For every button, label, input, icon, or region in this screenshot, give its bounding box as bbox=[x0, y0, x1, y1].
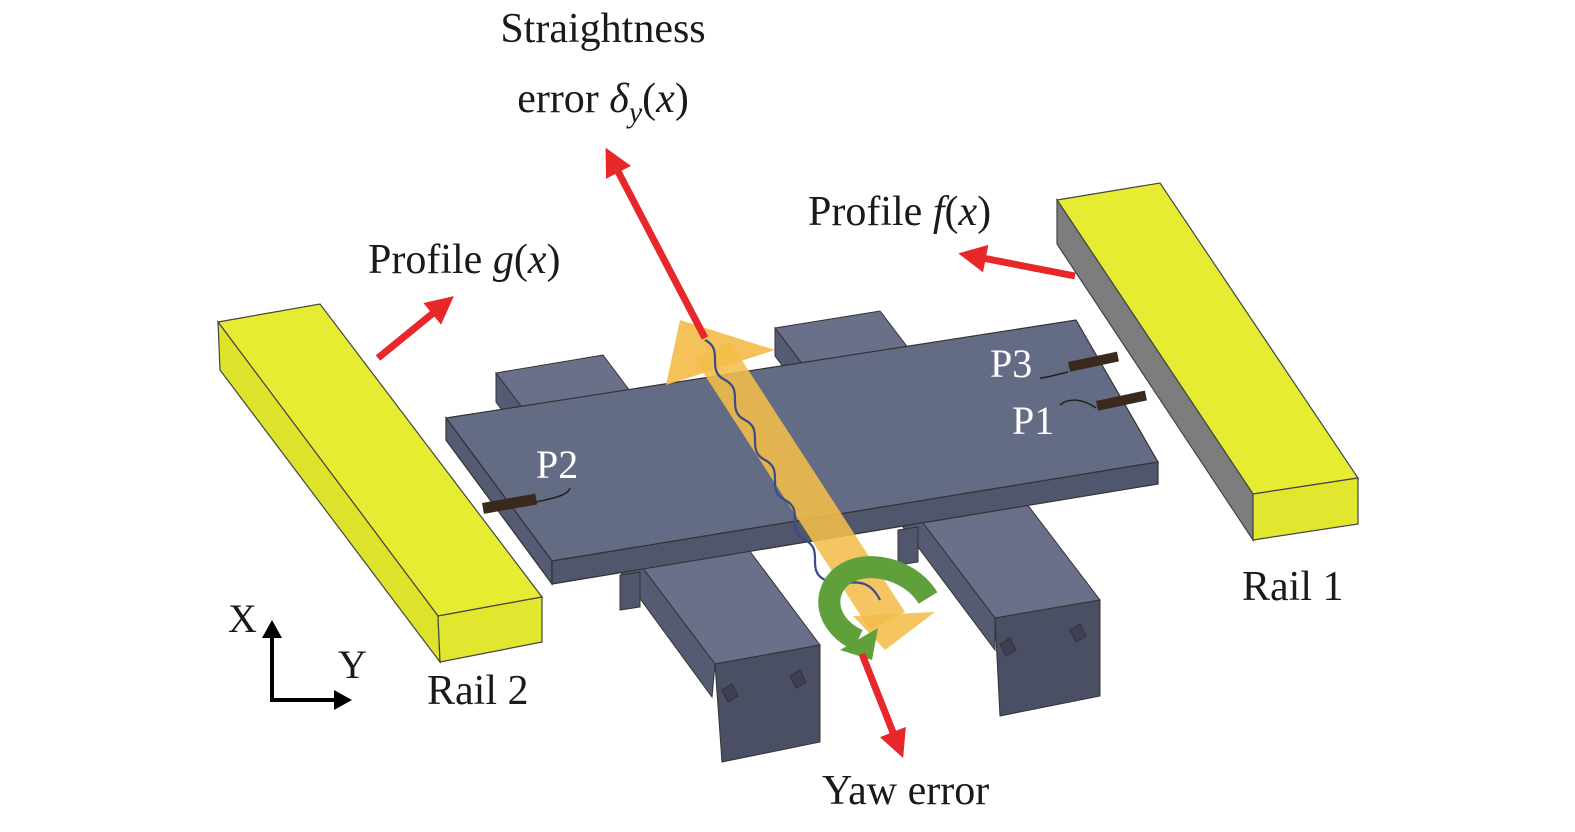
straightness-title-line1: Straightness bbox=[500, 6, 705, 52]
yaw-error-label: Yaw error bbox=[822, 768, 989, 814]
profile-f-label: Profile f(x) bbox=[808, 189, 991, 235]
p2-label: P2 bbox=[536, 442, 578, 487]
rail-2-label: Rail 2 bbox=[427, 668, 529, 714]
straightness-error-arrow bbox=[605, 147, 709, 340]
yaw-error-arrow bbox=[858, 652, 906, 759]
p3-label: P3 bbox=[990, 341, 1032, 386]
axis-x-label: X bbox=[228, 596, 257, 641]
p1-label: P1 bbox=[1012, 398, 1054, 443]
motion-direction-arrow bbox=[666, 320, 935, 650]
coordinate-axes bbox=[262, 620, 352, 710]
probe-p3 bbox=[1039, 351, 1119, 379]
profile-g-arrow bbox=[375, 296, 454, 361]
straightness-title-line2: error δy(x) bbox=[517, 76, 689, 129]
rail-2-block bbox=[216, 303, 544, 664]
axis-y-label: Y bbox=[338, 642, 367, 687]
rail-1-block bbox=[1055, 182, 1360, 542]
yaw-rotation-arrow bbox=[818, 556, 938, 660]
probe-p2 bbox=[481, 487, 571, 514]
rail-1-label: Rail 1 bbox=[1242, 564, 1344, 610]
probe-p1 bbox=[1059, 390, 1147, 411]
profile-f-arrow bbox=[958, 244, 1076, 280]
profile-g-label: Profile g(x) bbox=[368, 237, 560, 283]
